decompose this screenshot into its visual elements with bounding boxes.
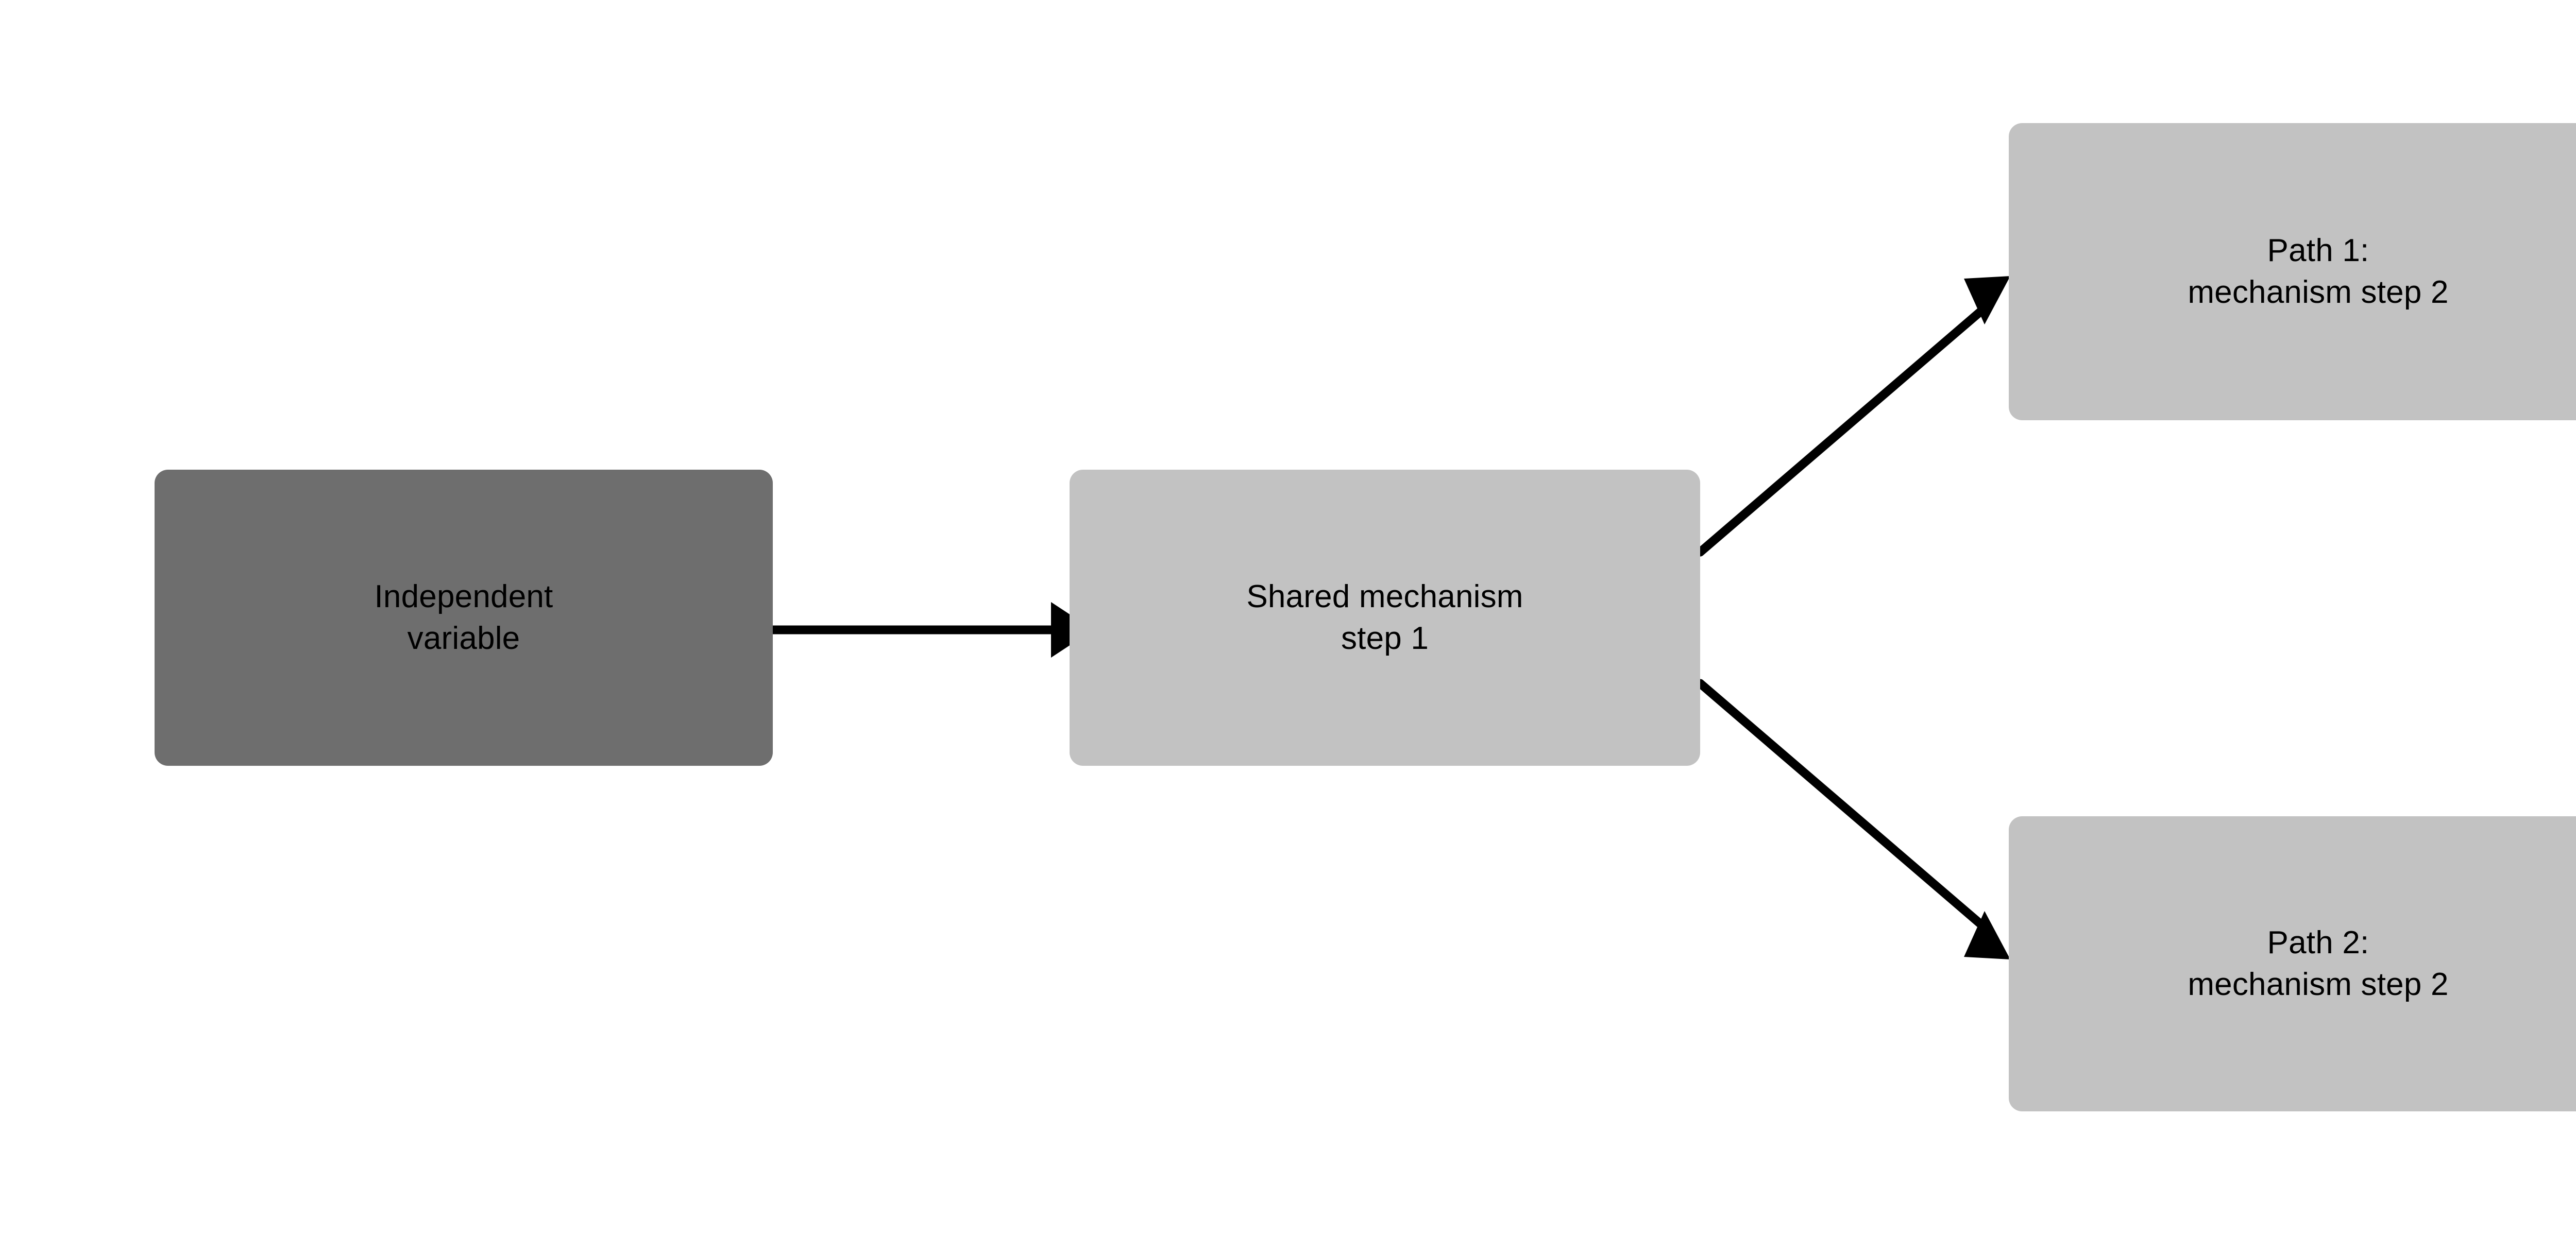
edge-shared-to-path2: [1696, 679, 2010, 959]
node-label: Path 1: mechanism step 2: [2188, 232, 2449, 310]
edge-shared-to-path1: [1696, 276, 2010, 557]
node-independent-variable[interactable]: Independent variable: [155, 470, 773, 766]
node-path-2-mechanism-step-2[interactable]: Path 2: mechanism step 2: [2009, 816, 2576, 1111]
node-label: Path 2: mechanism step 2: [2188, 924, 2449, 1002]
node-label: Independent variable: [374, 578, 553, 656]
node-shared-mechanism-step-1[interactable]: Shared mechanism step 1: [1070, 470, 1700, 766]
node-label: Shared mechanism step 1: [1246, 578, 1523, 656]
edge-independent-to-shared: [773, 602, 1093, 658]
node-path-1-mechanism-step-2[interactable]: Path 1: mechanism step 2: [2009, 123, 2576, 420]
